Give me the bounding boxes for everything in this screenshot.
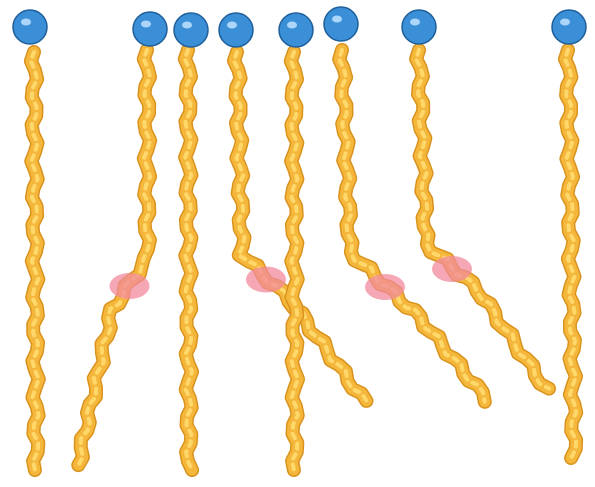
tail-saturated-straight-1: [28, 50, 41, 472]
head-saturated-straight-2: [173, 12, 209, 48]
tail-unsaturated-kinked-left: [76, 48, 153, 468]
head-highlight-saturated-straight-2: [182, 21, 192, 29]
head-unsaturated-kinked-right-2: [323, 6, 359, 42]
tail-unsaturated-kinked-right-1: [232, 50, 369, 403]
fatty-acid-tails: [23, 43, 584, 477]
head-highlight-unsaturated-kinked-right-3: [410, 18, 420, 26]
head-saturated-straight-1: [12, 9, 48, 45]
head-unsaturated-kinked-right-3: [401, 9, 437, 45]
head-highlight-saturated-straight-3: [287, 21, 297, 29]
double-bond-kinks: [109, 256, 472, 300]
polar-heads: [12, 6, 587, 48]
tail-unsaturated-kinked-right-2: [337, 48, 487, 404]
tail-saturated-straight-4: [563, 48, 579, 460]
head-highlight-saturated-straight-4: [560, 18, 570, 26]
tail-unsaturated-kinked-right-2: [333, 44, 491, 408]
head-saturated-straight-3: [278, 12, 314, 48]
tail-saturated-straight-3: [288, 50, 300, 472]
kink-unsaturated-kinked-right-1: [246, 266, 286, 293]
head-highlight-saturated-straight-1: [21, 18, 31, 26]
head-unsaturated-kinked-right-1: [218, 12, 254, 48]
head-highlight-unsaturated-kinked-right-2: [332, 15, 342, 23]
head-highlight-unsaturated-kinked-right-1: [227, 21, 237, 29]
tail-unsaturated-kinked-right-2: [332, 43, 492, 409]
head-saturated-straight-4: [551, 9, 587, 45]
head-unsaturated-kinked-left: [132, 11, 168, 47]
tail-saturated-straight-2: [182, 48, 195, 472]
head-highlight-unsaturated-kinked-left: [141, 20, 151, 28]
kink-unsaturated-kinked-right-3: [432, 256, 472, 282]
kink-unsaturated-kinked-right-2: [365, 274, 405, 300]
kink-unsaturated-kinked-left: [109, 273, 150, 299]
tail-unsaturated-kinked-right-3: [414, 48, 551, 391]
